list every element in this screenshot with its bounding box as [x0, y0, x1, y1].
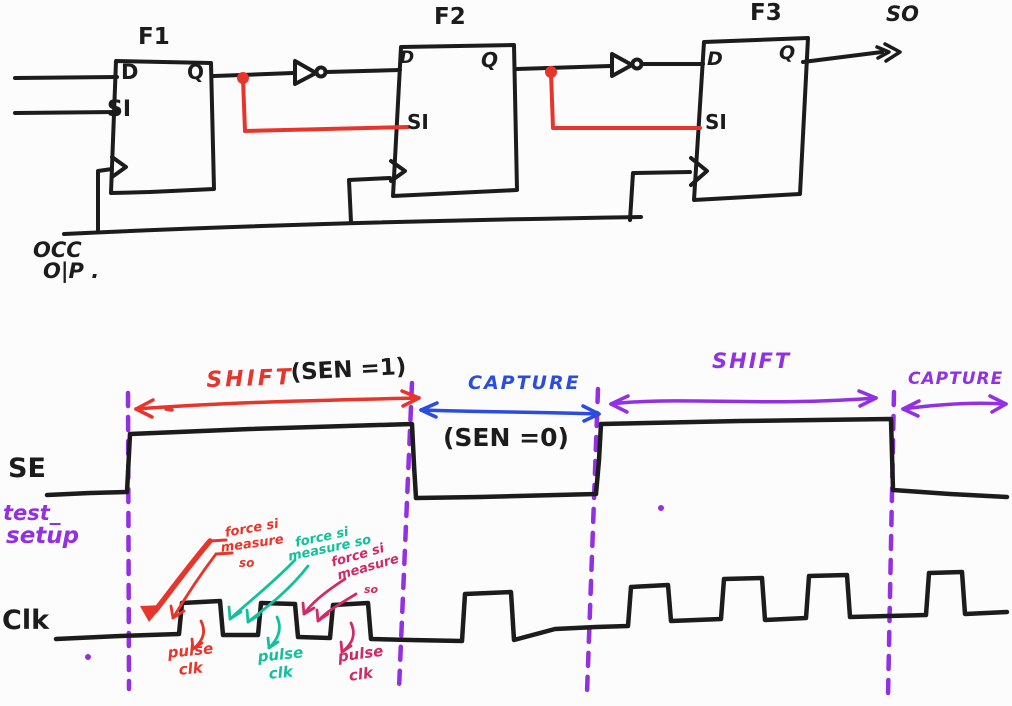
- f1-d-port-label: D: [121, 60, 139, 84]
- test-setup-note-line1: test_: [3, 501, 61, 525]
- f1-clock-riser: [96, 167, 114, 234]
- f1-title: F1: [138, 24, 170, 50]
- red-pulse-arrow-icon: [190, 619, 205, 651]
- crimson-annotation-arrows: [301, 577, 358, 623]
- f2-si-port-label: SI: [407, 110, 429, 134]
- thick-red-arrowhead-icon: [140, 605, 163, 622]
- crimson-clk-label: clk: [347, 663, 375, 685]
- buffer1-icon: [293, 59, 318, 86]
- purple-dot: [85, 654, 91, 660]
- scan-out-label: SO: [886, 2, 919, 26]
- thin-red-arrow: [171, 552, 218, 620]
- f1-q-port-label: Q: [187, 60, 205, 84]
- clk-waveform: [53, 569, 1010, 644]
- q2-wire: [515, 64, 612, 71]
- teal-pulse-arrow-icon: [266, 615, 281, 650]
- flipflop-f3-box: [692, 36, 810, 202]
- pulse-clk-arrows: [190, 615, 355, 654]
- scan-out-wire: [801, 50, 884, 64]
- capture2-span-arrow-icon: [901, 394, 1008, 418]
- crimson-so-label: so: [364, 583, 379, 596]
- f1-d-input-wire: [13, 75, 119, 80]
- thick-red-arrow: [152, 538, 213, 614]
- f3-title: F3: [750, 0, 782, 26]
- f3-q-port-label: Q: [779, 42, 796, 64]
- f2-clock-riser: [347, 176, 392, 224]
- capture1-sublabel: (SEN =0): [443, 423, 569, 452]
- shift1-label: SHIFT: [205, 364, 295, 393]
- purple-dot: [658, 505, 664, 511]
- capture2-label: CAPTURE: [908, 369, 1004, 389]
- buffer2-icon: [610, 52, 634, 78]
- scan-feedback-wires: [237, 66, 702, 133]
- capture1-span-arrow-icon: [419, 401, 601, 423]
- red-annotation-arrows: [140, 538, 234, 622]
- se-signal-label: SE: [8, 453, 46, 484]
- red-so-label: so: [239, 556, 255, 570]
- shift1-sublabel: (SEN =1): [289, 353, 407, 386]
- junction-dot: [237, 72, 249, 84]
- f1-si-port-label: SI: [107, 97, 132, 122]
- f2-d-port-label: D: [400, 48, 415, 68]
- purple-stray-dots: [85, 505, 664, 660]
- teal-annotation-arrows: [227, 558, 310, 624]
- f3-clock-wedge-icon: [689, 156, 709, 187]
- f2-title: F2: [434, 4, 466, 30]
- f3-si-port-label: SI: [705, 110, 727, 134]
- occ-output-label: O|P .: [43, 259, 100, 283]
- shift2-label: SHIFT: [712, 349, 792, 373]
- q2-to-si3-red-wire: [549, 71, 702, 130]
- test-setup-note-line2: setup: [6, 523, 80, 549]
- capture1-label: CAPTURE: [468, 372, 581, 394]
- f2-clock-wedge-icon: [389, 159, 407, 183]
- red-clk-label: clk: [177, 658, 204, 679]
- flipflop-f2-box: [391, 43, 519, 198]
- f2-q-port-label: Q: [481, 48, 499, 72]
- shift1-span-arrow-icon: [134, 389, 421, 419]
- q1-to-si2-red-wire: [241, 77, 410, 133]
- junction-dot: [545, 66, 557, 78]
- f3-clock-riser: [628, 170, 692, 222]
- scan-out-arrow-icon: [875, 42, 902, 63]
- se-waveform: [44, 416, 1010, 501]
- q1-wire: [212, 71, 295, 78]
- scan-chain-circuit: [13, 36, 902, 236]
- crimson-pulse-arrow-icon: [339, 621, 355, 654]
- f1-si-input-wire: [13, 110, 119, 115]
- f1-clock-wedge-icon: [110, 155, 128, 179]
- buffer1-out-wire: [324, 68, 402, 74]
- occ-label: OCC: [33, 238, 82, 262]
- teal-clk-label: clk: [267, 662, 294, 683]
- shift2-span-arrow-icon: [609, 389, 878, 414]
- clk-signal-label: Clk: [2, 605, 50, 636]
- dashed-line-3: [584, 386, 601, 696]
- f3-d-port-label: D: [707, 48, 723, 70]
